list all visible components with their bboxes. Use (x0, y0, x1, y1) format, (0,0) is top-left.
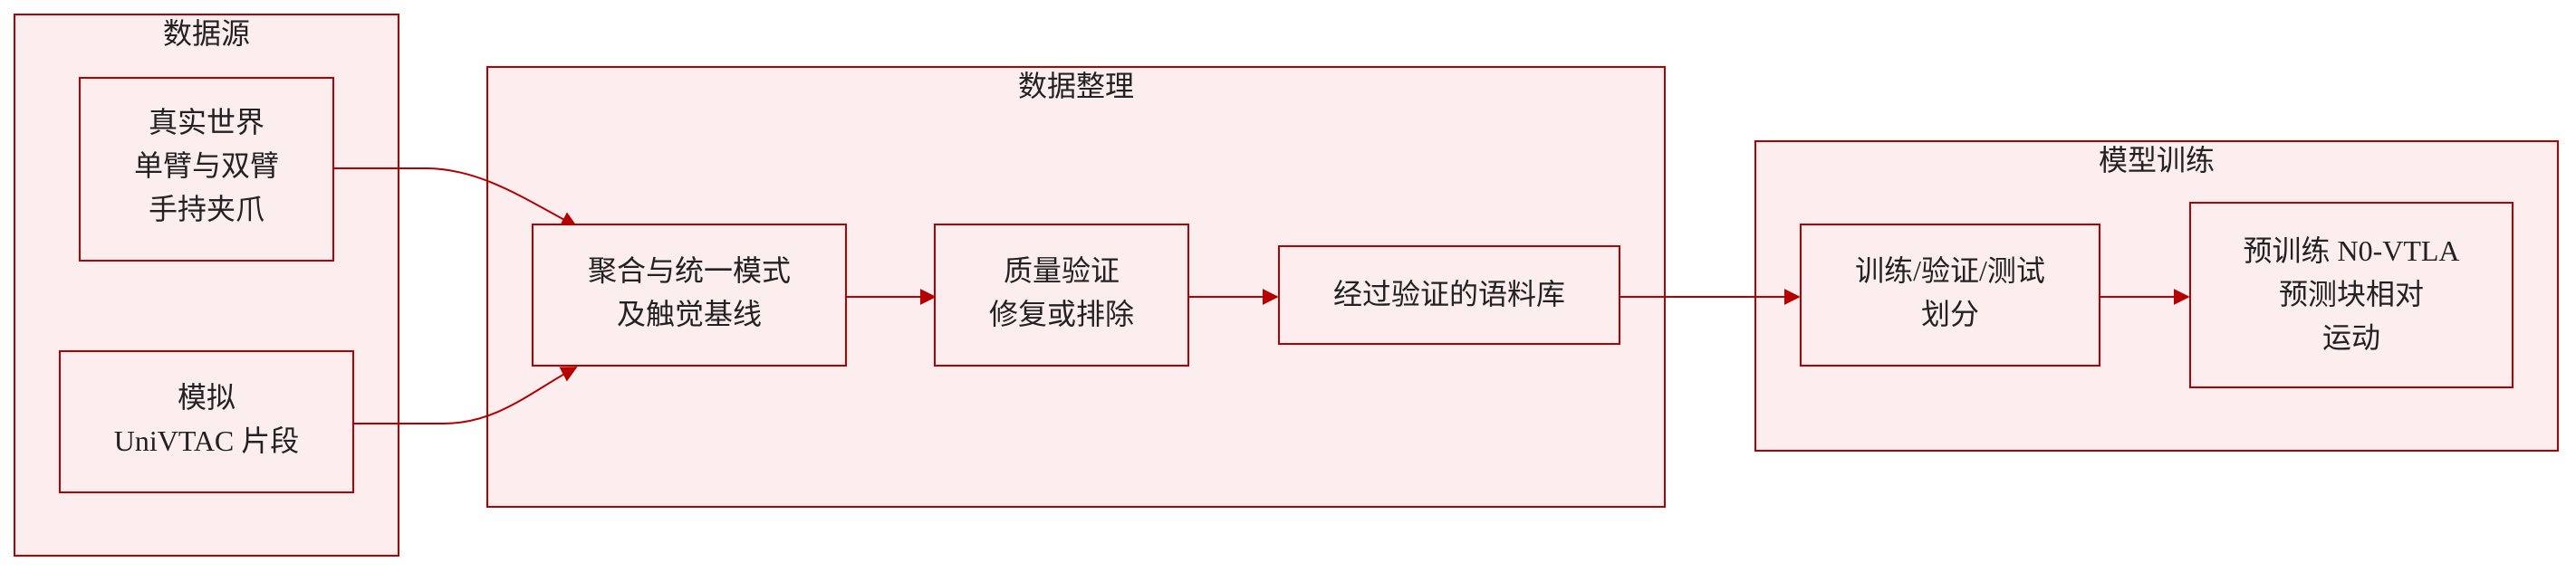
node-aggregate-line-1: 聚合与统一模式 (588, 254, 791, 287)
node-simulation-line-1: 模拟 (178, 381, 235, 414)
node-simulation-box (59, 350, 354, 493)
node-split-line-1: 训练/验证/测试 (1855, 254, 2045, 287)
group-data-curation-title: 数据整理 (1018, 70, 1134, 102)
node-quality-line-1: 质量验证 (1004, 254, 1120, 287)
edge-real-world-to-aggregate (333, 167, 578, 227)
group-model-training-title: 模型训练 (2099, 144, 2215, 176)
node-corpus-line-1: 经过验证的语料库 (1333, 278, 1565, 310)
node-real-world-box (79, 77, 334, 262)
node-split-line-2: 划分 (1921, 298, 1979, 330)
node-aggregate-box (532, 224, 847, 367)
node-quality-box (934, 224, 1189, 367)
group-data-sources-title: 数据源 (163, 17, 250, 50)
node-aggregate: 聚合与统一模式 及触觉基线 (532, 224, 847, 367)
node-corpus-box (1278, 245, 1620, 345)
edge-simulation-to-aggregate (353, 367, 578, 424)
node-pretrain-box (2189, 202, 2514, 388)
node-simulation-line-2: UniVTAC 片段 (114, 424, 300, 457)
node-simulation: 模拟 UniVTAC 片段 (59, 350, 354, 493)
node-pretrain: 预训练 N0-VTLA 预测块相对 运动 (2189, 202, 2514, 388)
node-pretrain-line-1: 预训练 N0-VTLA (2243, 234, 2459, 267)
node-pretrain-line-3: 运动 (2322, 321, 2380, 354)
node-real-world-line-2: 单臂与双臂 (134, 149, 279, 182)
node-corpus: 经过验证的语料库 (1278, 245, 1620, 345)
node-quality-line-2: 修复或排除 (989, 298, 1134, 330)
node-real-world-line-3: 手持夹爪 (149, 193, 264, 225)
node-aggregate-line-2: 及触觉基线 (617, 298, 762, 330)
node-split: 训练/验证/测试 划分 (1800, 224, 2100, 367)
node-quality: 质量验证 修复或排除 (934, 224, 1189, 367)
node-real-world-line-1: 真实世界 (149, 106, 264, 138)
edges (333, 167, 2190, 424)
node-pretrain-line-2: 预测块相对 (2279, 278, 2424, 310)
node-split-box (1800, 224, 2100, 367)
node-real-world: 真实世界 单臂与双臂 手持夹爪 (79, 77, 334, 262)
